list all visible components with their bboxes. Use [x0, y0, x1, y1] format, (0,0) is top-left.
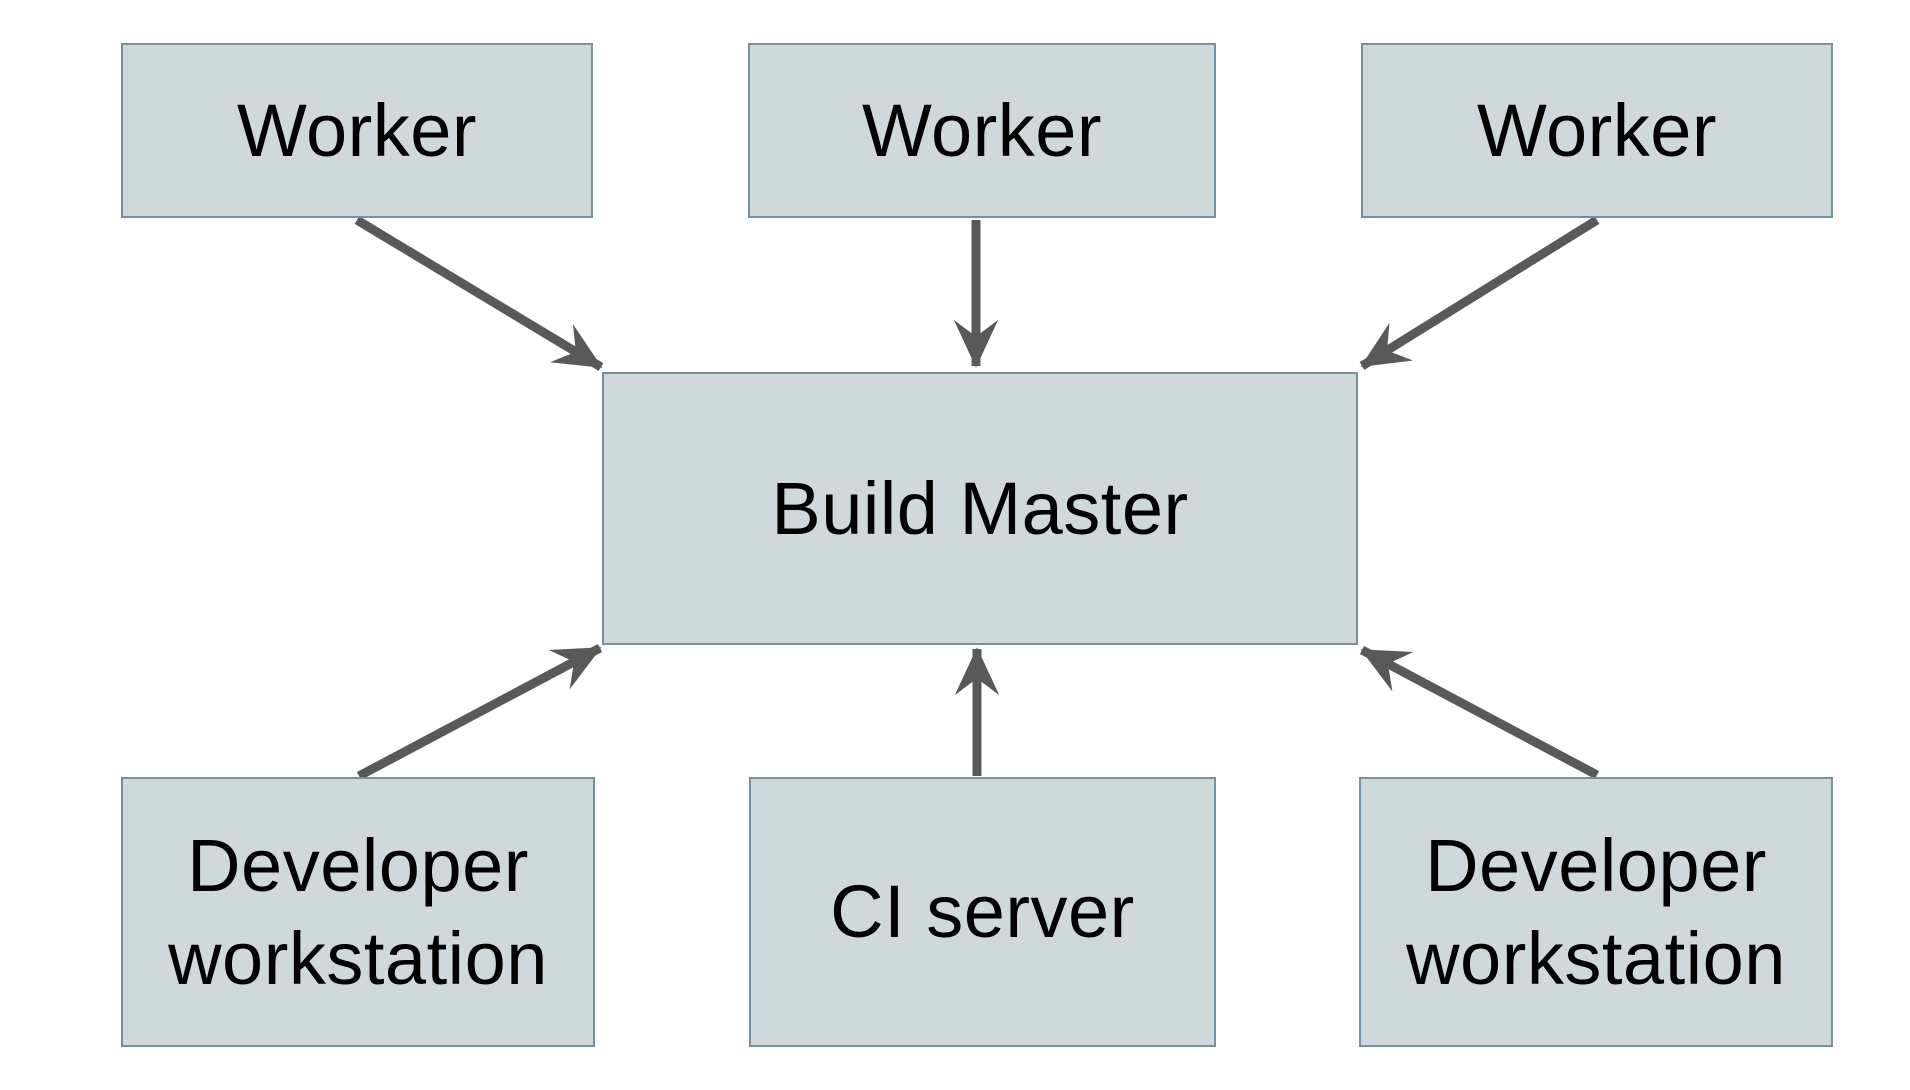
node-worker-1-label: Worker	[236, 88, 478, 172]
node-build-master-label: Build Master	[771, 466, 1189, 550]
node-developer-workstation-2: Developer workstation	[1359, 777, 1833, 1047]
node-worker-2: Worker	[748, 43, 1216, 218]
edge-developer-workstation-1-to-build-master	[356, 644, 603, 780]
node-worker-1: Worker	[121, 43, 593, 218]
edge-developer-workstation-2-to-build-master	[1359, 646, 1600, 779]
node-developer-workstation-1: Developer workstation	[121, 777, 595, 1047]
edge-worker-1-to-build-master	[354, 216, 604, 371]
node-ci-server-label: CI server	[830, 870, 1135, 954]
node-worker-2-label: Worker	[861, 88, 1103, 172]
node-worker-3: Worker	[1361, 43, 1833, 218]
node-developer-workstation-2-label: Developer workstation	[1406, 823, 1786, 1000]
node-ci-server: CI server	[749, 777, 1216, 1047]
node-worker-3-label: Worker	[1476, 88, 1718, 172]
node-build-master: Build Master	[602, 372, 1358, 645]
edge-worker-3-to-build-master	[1359, 216, 1600, 370]
node-developer-workstation-1-label: Developer workstation	[168, 823, 548, 1000]
